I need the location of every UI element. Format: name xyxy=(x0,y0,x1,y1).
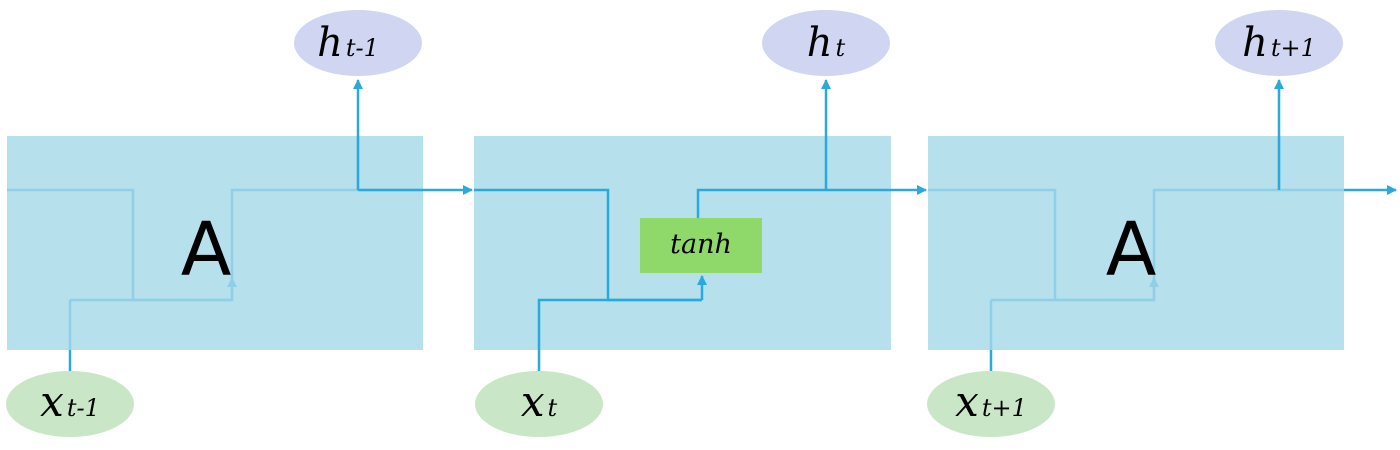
svg-text:ht: ht xyxy=(807,20,846,66)
svg-text:ht-1: ht-1 xyxy=(317,20,379,66)
svg-text:xt: xt xyxy=(521,377,558,426)
cell-next-letter: A xyxy=(1106,207,1157,293)
output-node-current-base: h xyxy=(807,20,833,66)
svg-text:xt-1: xt-1 xyxy=(40,377,100,426)
input-node-current-sub: t xyxy=(548,394,558,422)
cell-current-input-path xyxy=(537,298,702,350)
output-node-next-sub: t+1 xyxy=(1271,34,1316,62)
cell-next-box xyxy=(928,136,1344,350)
cell-next: A xyxy=(928,136,1344,350)
input-node-previous-sub: t-1 xyxy=(67,394,100,422)
output-node-next-base: h xyxy=(1242,20,1268,66)
input-node-next-base: x xyxy=(955,377,979,426)
input-node-next-sub: t+1 xyxy=(982,394,1027,422)
tanh-label: tanh xyxy=(670,229,732,260)
tanh-activation: tanh xyxy=(640,218,762,273)
cell-previous-letter: A xyxy=(181,207,232,293)
output-node-previous-sub: t-1 xyxy=(346,34,379,62)
tanh-box xyxy=(640,218,762,273)
input-node-previous-base: x xyxy=(40,377,64,426)
input-node-current-base: x xyxy=(521,377,545,426)
cell-previous-box xyxy=(7,136,423,350)
cell-previous: A xyxy=(7,136,423,350)
output-node-current-sub: t xyxy=(836,34,846,62)
svg-text:ht+1: ht+1 xyxy=(1242,20,1316,66)
output-node-previous-base: h xyxy=(317,20,343,66)
svg-text:xt+1: xt+1 xyxy=(955,377,1027,426)
